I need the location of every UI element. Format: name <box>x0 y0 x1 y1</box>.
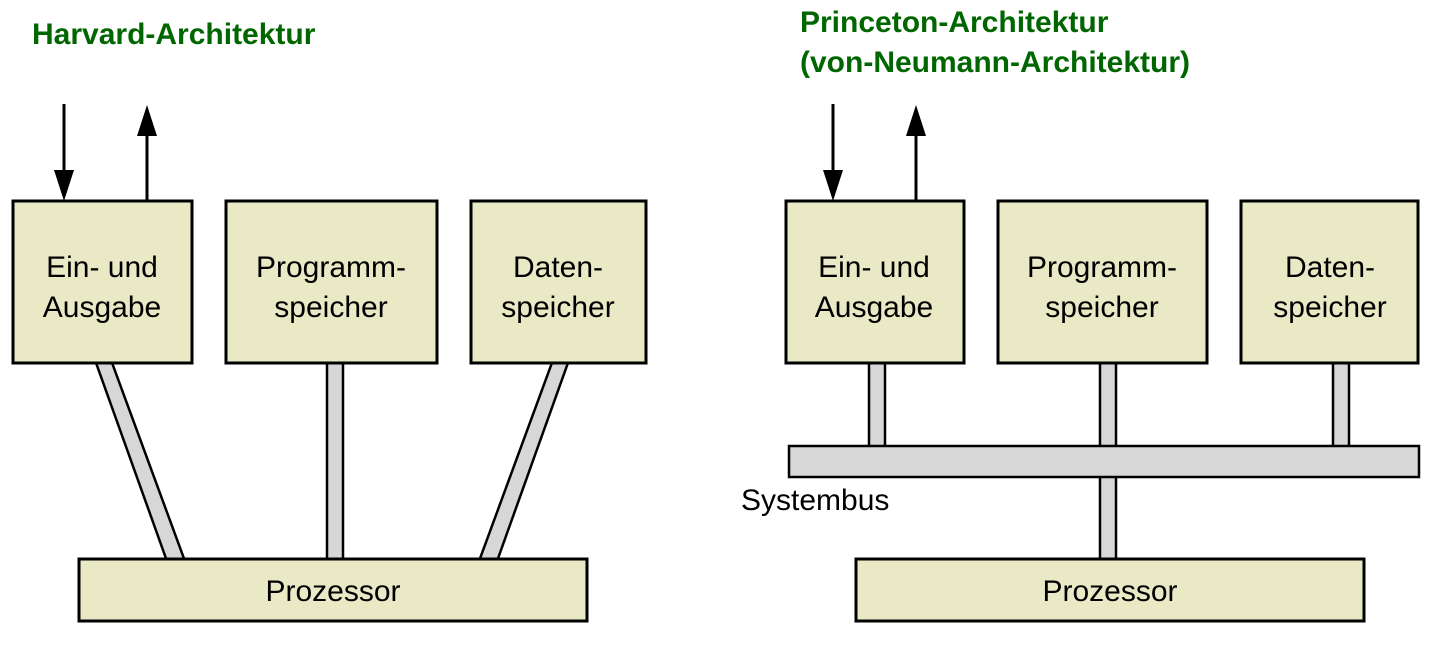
princeton-title-line1: Princeton-Architektur <box>800 6 1109 39</box>
harvard-node-program-memory[interactable]: Programm- speicher <box>224 199 439 365</box>
princeton-node-data-memory-line2: speicher <box>1273 291 1386 324</box>
princeton-processor-box[interactable]: Prozessor <box>854 557 1366 623</box>
princeton-stub-io <box>867 358 887 452</box>
princeton-stub-processor <box>1098 472 1118 566</box>
harvard-node-data-memory[interactable]: Daten- speicher <box>469 199 648 365</box>
harvard-processor-box[interactable]: Prozessor <box>77 557 589 623</box>
harvard-node-data-memory-line2: speicher <box>501 291 614 324</box>
princeton-input-arrow-icon <box>823 104 843 201</box>
princeton-node-program-memory[interactable]: Programm- speicher <box>996 199 1209 365</box>
harvard-node-io-line1: Ein- und <box>46 251 158 284</box>
princeton-title-line2: (von-Neumann-Architektur) <box>800 46 1190 79</box>
harvard-output-arrow-icon <box>137 105 157 200</box>
harvard-input-arrow-icon <box>54 104 74 201</box>
harvard-node-io-line2: Ausgabe <box>43 291 161 324</box>
harvard-node-data-memory-line1: Daten- <box>513 251 603 284</box>
princeton-node-program-memory-line1: Programm- <box>1027 251 1177 284</box>
harvard-node-program-memory-line1: Programm- <box>256 251 406 284</box>
harvard-node-program-memory-line2: speicher <box>274 291 387 324</box>
princeton-node-data-memory[interactable]: Daten- speicher <box>1239 199 1420 365</box>
princeton-node-io-line2: Ausgabe <box>815 291 933 324</box>
princeton-diagram-group: Princeton-Architektur (von-Neumann-Archi… <box>741 6 1421 623</box>
princeton-stub-data <box>1331 358 1351 452</box>
harvard-node-io[interactable]: Ein- und Ausgabe <box>11 199 194 365</box>
princeton-stub-program <box>1098 358 1118 452</box>
princeton-node-io-line1: Ein- und <box>818 251 930 284</box>
princeton-output-arrow-icon <box>906 105 926 200</box>
princeton-node-program-memory-line2: speicher <box>1045 291 1158 324</box>
princeton-system-bus <box>787 444 1421 479</box>
harvard-title: Harvard-Architektur <box>32 18 316 51</box>
harvard-bus-data <box>476 358 571 566</box>
harvard-bus-io <box>93 358 188 566</box>
harvard-diagram-group: Harvard-Architektur <box>11 18 648 623</box>
harvard-bus-program <box>325 358 345 566</box>
princeton-node-io[interactable]: Ein- und Ausgabe <box>784 199 966 365</box>
harvard-processor-label: Prozessor <box>265 575 400 608</box>
princeton-processor-label: Prozessor <box>1042 575 1177 608</box>
princeton-node-data-memory-line1: Daten- <box>1285 251 1375 284</box>
princeton-system-bus-label: Systembus <box>741 484 889 517</box>
